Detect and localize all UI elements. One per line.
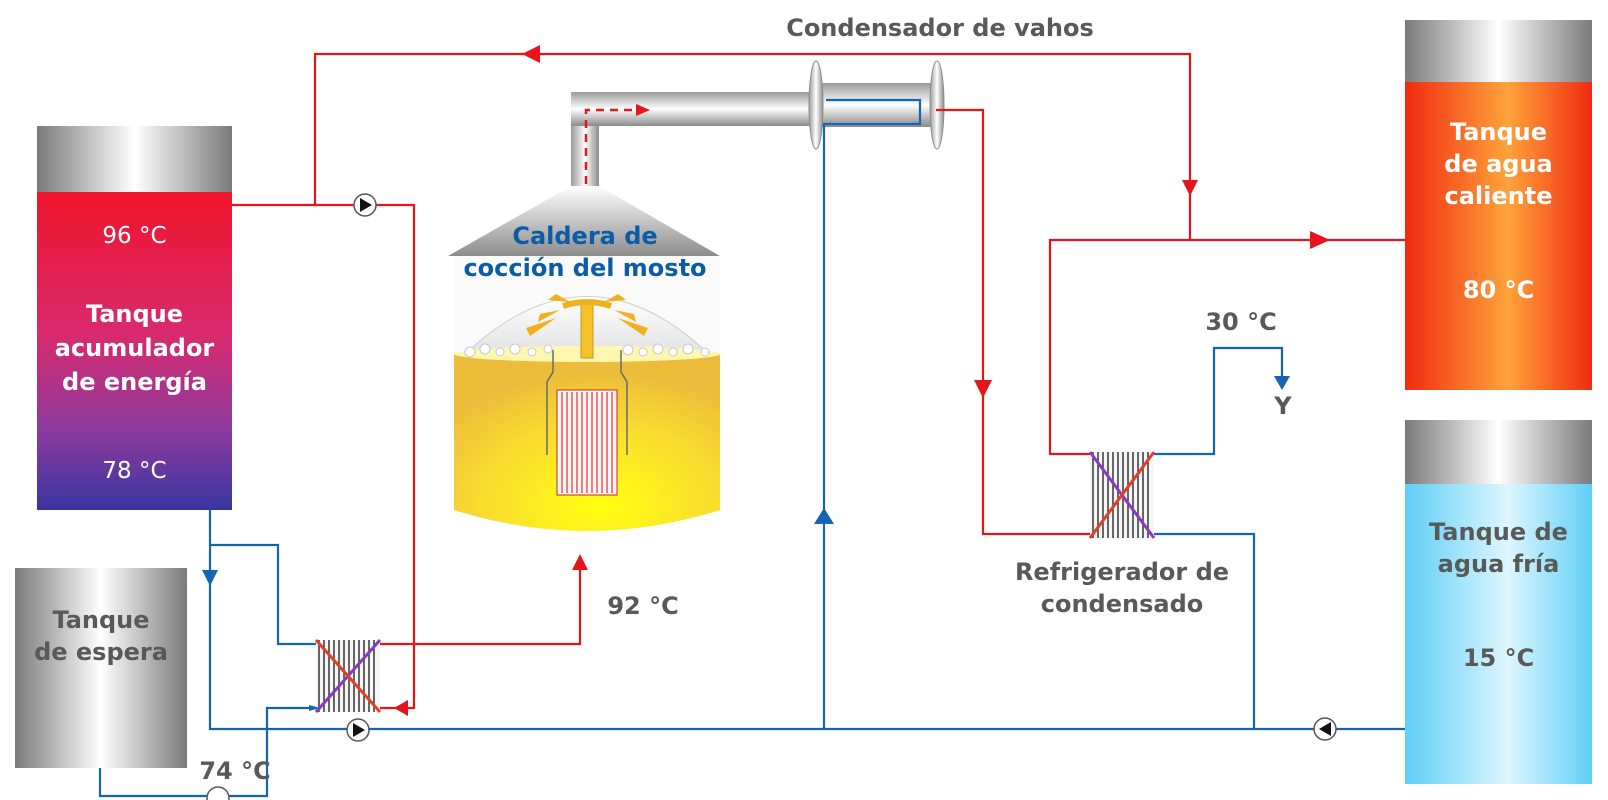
outlet-mark: Y	[1274, 392, 1292, 420]
pump-energy-top	[353, 193, 377, 217]
cold-line-arrows	[202, 376, 1290, 711]
wort-kettle	[448, 92, 822, 531]
waiting-outlet-temp: 74 °C	[199, 757, 271, 785]
cold-tank-name-1: Tanque de	[1429, 518, 1568, 546]
hot-water-tank	[1405, 20, 1592, 390]
spray-arrows	[526, 294, 648, 336]
hot-tank-name-2: de agua	[1444, 150, 1553, 178]
kettle-name-1: Caldera de	[512, 222, 658, 250]
heating-tubes	[561, 392, 613, 493]
foam-bubbles	[464, 343, 710, 358]
condensate-cooler-name-1: Refrigerador de	[1014, 558, 1230, 586]
waiting-tank	[15, 568, 187, 768]
energy-storage-tank	[37, 126, 232, 510]
vapor-condenser	[808, 60, 945, 150]
energy-tank-bottom-temp: 78 °C	[102, 458, 167, 484]
kettle-name-2: cocción del mosto	[463, 254, 707, 282]
condensate-cooler-exchanger	[1088, 451, 1156, 539]
waiting-tank-name-1: Tanque	[52, 606, 150, 634]
condenser-vapors-label: Condensador de vahos	[786, 14, 1094, 42]
left-heat-exchanger	[314, 639, 382, 713]
hot-line-arrows	[394, 45, 1330, 716]
pump-waiting-tank	[206, 786, 230, 800]
energy-tank-name-3: de energía	[62, 368, 207, 396]
cold-tank-name-2: agua fría	[1437, 550, 1560, 578]
waiting-tank-name-2: de espera	[34, 638, 168, 666]
pump-bottom-left	[346, 718, 370, 742]
pump-cold-tank	[1313, 717, 1337, 741]
kettle-inlet-temp: 92 °C	[607, 592, 679, 620]
hot-tank-name-1: Tanque	[1449, 118, 1548, 146]
cold-tank-temp: 15 °C	[1462, 644, 1535, 672]
energy-tank-name-2: acumulador	[54, 334, 215, 362]
hot-tank-temp: 80 °C	[1462, 276, 1535, 304]
cold-water-tank	[1405, 420, 1592, 784]
outlet-temp: 30 °C	[1205, 308, 1277, 336]
hot-tank-name-3: caliente	[1444, 182, 1553, 210]
energy-tank-top-temp: 96 °C	[102, 223, 167, 249]
energy-tank-name-1: Tanque	[85, 300, 184, 328]
condensate-cooler-name-2: condensado	[1040, 590, 1204, 618]
